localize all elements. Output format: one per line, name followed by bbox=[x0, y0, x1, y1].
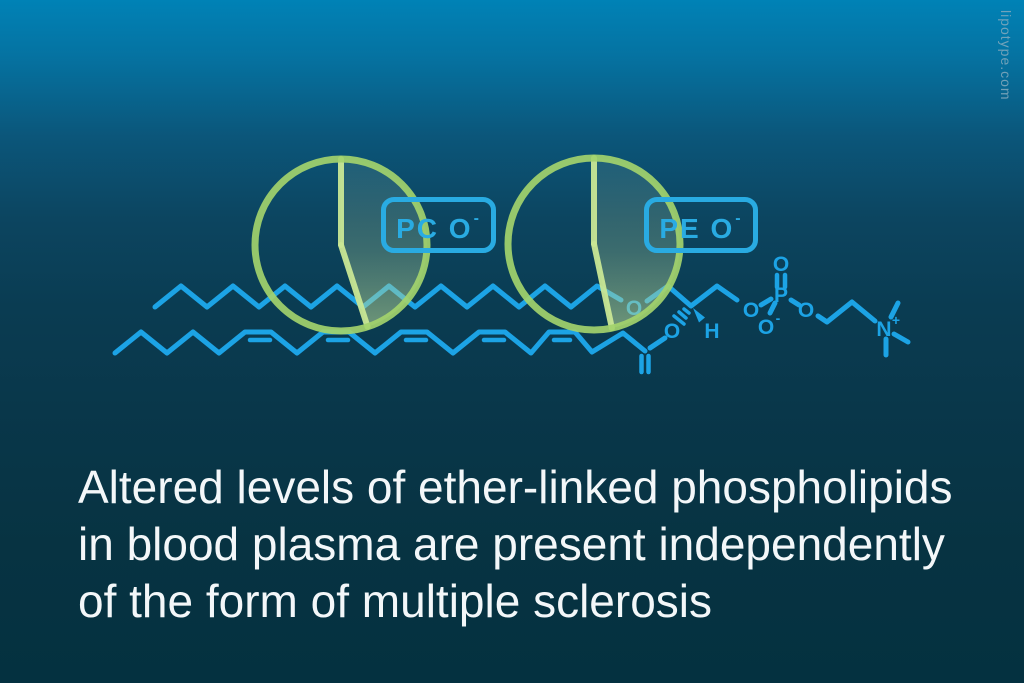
label-pc-o-text: PC O bbox=[396, 213, 473, 244]
phosphorus-label: P bbox=[774, 284, 788, 307]
n-methyl-bonds bbox=[883, 300, 911, 358]
label-pc-o-superscript: - bbox=[473, 210, 481, 227]
phosphate-bridge-oxygen-left-label: O bbox=[743, 299, 759, 322]
ester-oxygen-label: O bbox=[664, 320, 680, 343]
headline-line-1: Altered levels of ether-linked phospholi… bbox=[78, 461, 953, 513]
phosphate-o-minus-superscript: - bbox=[776, 310, 781, 326]
phosphate-double-oxygen-label: O bbox=[773, 253, 789, 276]
phosphate-bridge-oxygen-right-label: O bbox=[798, 299, 814, 322]
pie-ring bbox=[251, 155, 431, 335]
acyl-chain-bottom bbox=[112, 329, 648, 356]
label-box-pc-o: PC O- bbox=[381, 197, 496, 253]
label-box-pe-o: PE O- bbox=[644, 197, 758, 253]
stereo-hydrogen-label: H bbox=[704, 320, 719, 343]
ester-o-bond bbox=[647, 335, 668, 351]
label-pe-o-superscript: - bbox=[735, 210, 743, 227]
ester-carbonyl bbox=[639, 353, 651, 375]
wedge-bond-to-h bbox=[693, 308, 705, 323]
pie-radius-line bbox=[591, 241, 615, 332]
pie-radius-line bbox=[338, 242, 371, 330]
headline-line-2: in blood plasma are present independentl… bbox=[78, 518, 945, 570]
label-pe-o-text: PE O bbox=[659, 213, 735, 244]
choline-chain bbox=[815, 299, 878, 325]
nitrogen-label: N bbox=[876, 318, 891, 341]
headline-line-3: of the form of multiple sclerosis bbox=[78, 575, 713, 627]
hashed-stereo-bond bbox=[672, 307, 691, 326]
molecule-structure bbox=[112, 272, 911, 375]
watermark-lipotype: lipotype.com bbox=[998, 10, 1014, 101]
headline: Altered levels of ether-linked phospholi… bbox=[78, 459, 953, 630]
phosphate-group bbox=[758, 272, 802, 316]
pie-ring bbox=[504, 154, 684, 334]
nitrogen-plus-superscript: + bbox=[892, 312, 900, 328]
phosphate-o-minus-label: O bbox=[758, 316, 774, 339]
